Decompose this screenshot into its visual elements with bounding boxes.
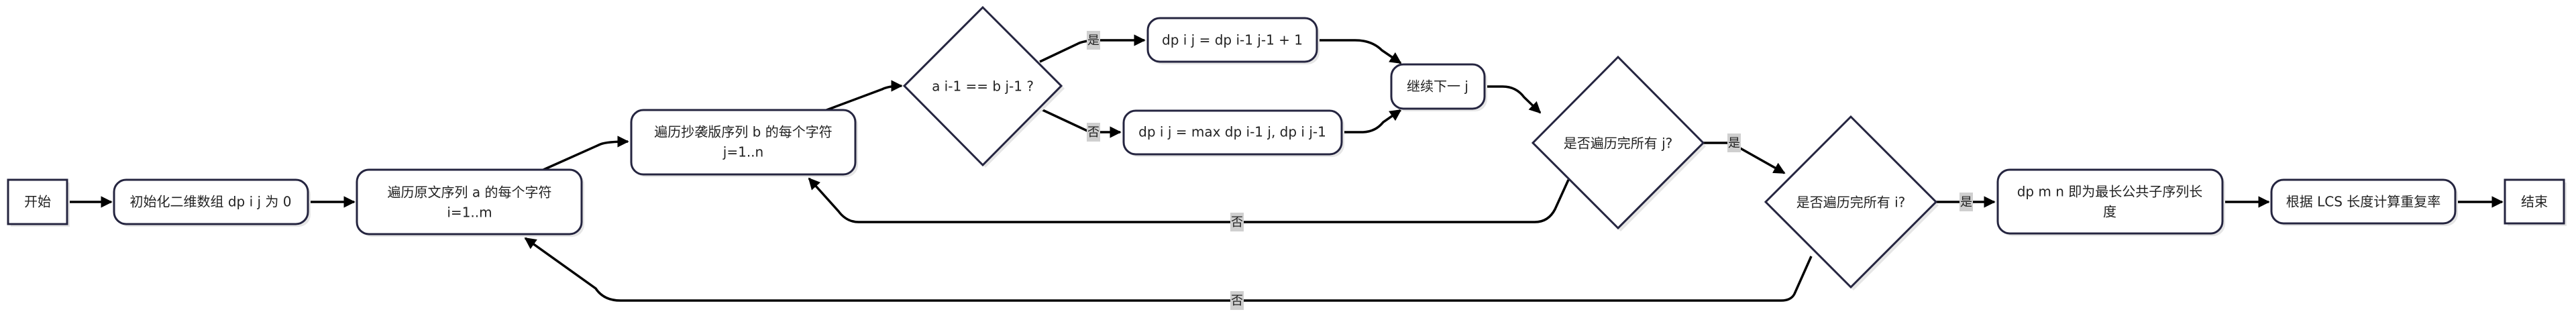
- svg-text:i=1..m: i=1..m: [447, 205, 492, 221]
- svg-text:否: 否: [1231, 215, 1243, 229]
- node-rate: 根据 LCS 长度计算重复率: [2270, 178, 2458, 226]
- svg-text:度: 度: [2103, 204, 2116, 220]
- node-match: dp i j = dp i-1 j-1 + 1: [1146, 17, 1320, 64]
- edge-loop-a-loop-b: [543, 136, 629, 171]
- edge-next-j-all-j: [1485, 85, 1542, 114]
- edge-label-yes-compare: 是: [1087, 31, 1100, 50]
- node-loop-a: 遍历原文序列 a 的每个字符 i=1..m: [356, 168, 584, 237]
- svg-text:是: 是: [1087, 34, 1099, 48]
- svg-text:继续下一 j: 继续下一 j: [1407, 78, 1468, 95]
- svg-text:遍历原文序列 a 的每个字符: 遍历原文序列 a 的每个字符: [388, 184, 552, 201]
- node-start: 开始: [7, 178, 70, 227]
- node-all-j-decision: 是否遍历完所有 j?: [1531, 55, 1706, 231]
- svg-text:a i-1 == b j-1 ?: a i-1 == b j-1 ?: [932, 78, 1034, 95]
- node-nomatch: dp i j = max dp i-1 j, dp i j-1: [1122, 109, 1344, 157]
- edge-loop-b-compare: [826, 80, 903, 111]
- svg-text:开始: 开始: [24, 194, 51, 210]
- edge-nomatch-next-j: [1342, 109, 1402, 134]
- edge-all-i-loop-a: [524, 237, 1813, 302]
- edge-all-j-loop-b: [808, 177, 1570, 223]
- edge-label-yes-all-j: 是: [1727, 134, 1741, 152]
- edge-match-next-j: [1317, 39, 1402, 64]
- svg-text:是否遍历完所有 j?: 是否遍历完所有 j?: [1564, 136, 1673, 152]
- svg-text:是: 是: [1960, 195, 1972, 209]
- node-compare-decision: a i-1 == b j-1 ?: [902, 5, 1065, 168]
- svg-text:是否遍历完所有 i?: 是否遍历完所有 i?: [1796, 195, 1906, 211]
- svg-text:dp i j = max dp i-1 j, dp i j-: dp i j = max dp i-1 j, dp i j-1: [1138, 124, 1326, 140]
- node-result: dp m n 即为最长公共子序列长 度: [1996, 168, 2225, 236]
- svg-text:否: 否: [1087, 125, 1099, 140]
- edge-all-j-all-i: [1703, 142, 1786, 174]
- node-init: 初始化二维数组 dp i j 为 0: [113, 178, 311, 227]
- svg-text:dp i j = dp i-1 j-1 + 1: dp i j = dp i-1 j-1 + 1: [1162, 32, 1303, 48]
- node-loop-b: 遍历抄袭版序列 b 的每个字符 j=1..n: [630, 109, 858, 177]
- svg-text:初始化二维数组 dp i j 为 0: 初始化二维数组 dp i j 为 0: [129, 194, 291, 210]
- node-next-j: 继续下一 j: [1390, 63, 1487, 111]
- svg-text:dp m n 即为最长公共子序列长: dp m n 即为最长公共子序列长: [2017, 184, 2203, 200]
- edge-compare-nomatch: [1039, 107, 1122, 138]
- edge-label-no-all-j: 否: [1230, 213, 1244, 231]
- edge-label-no-compare: 否: [1087, 123, 1100, 142]
- svg-text:结束: 结束: [2521, 194, 2548, 210]
- svg-text:根据 LCS 长度计算重复率: 根据 LCS 长度计算重复率: [2286, 194, 2441, 210]
- node-end: 结束: [2504, 178, 2567, 226]
- edge-label-yes-all-i: 是: [1960, 193, 1973, 211]
- svg-text:遍历抄袭版序列 b 的每个字符: 遍历抄袭版序列 b 的每个字符: [654, 124, 832, 140]
- svg-text:是: 是: [1728, 136, 1740, 150]
- svg-text:j=1..n: j=1..n: [722, 144, 763, 160]
- node-all-i-decision: 是否遍历完所有 i?: [1764, 115, 1939, 290]
- svg-text:否: 否: [1231, 294, 1243, 308]
- edge-label-no-all-i: 否: [1230, 291, 1244, 310]
